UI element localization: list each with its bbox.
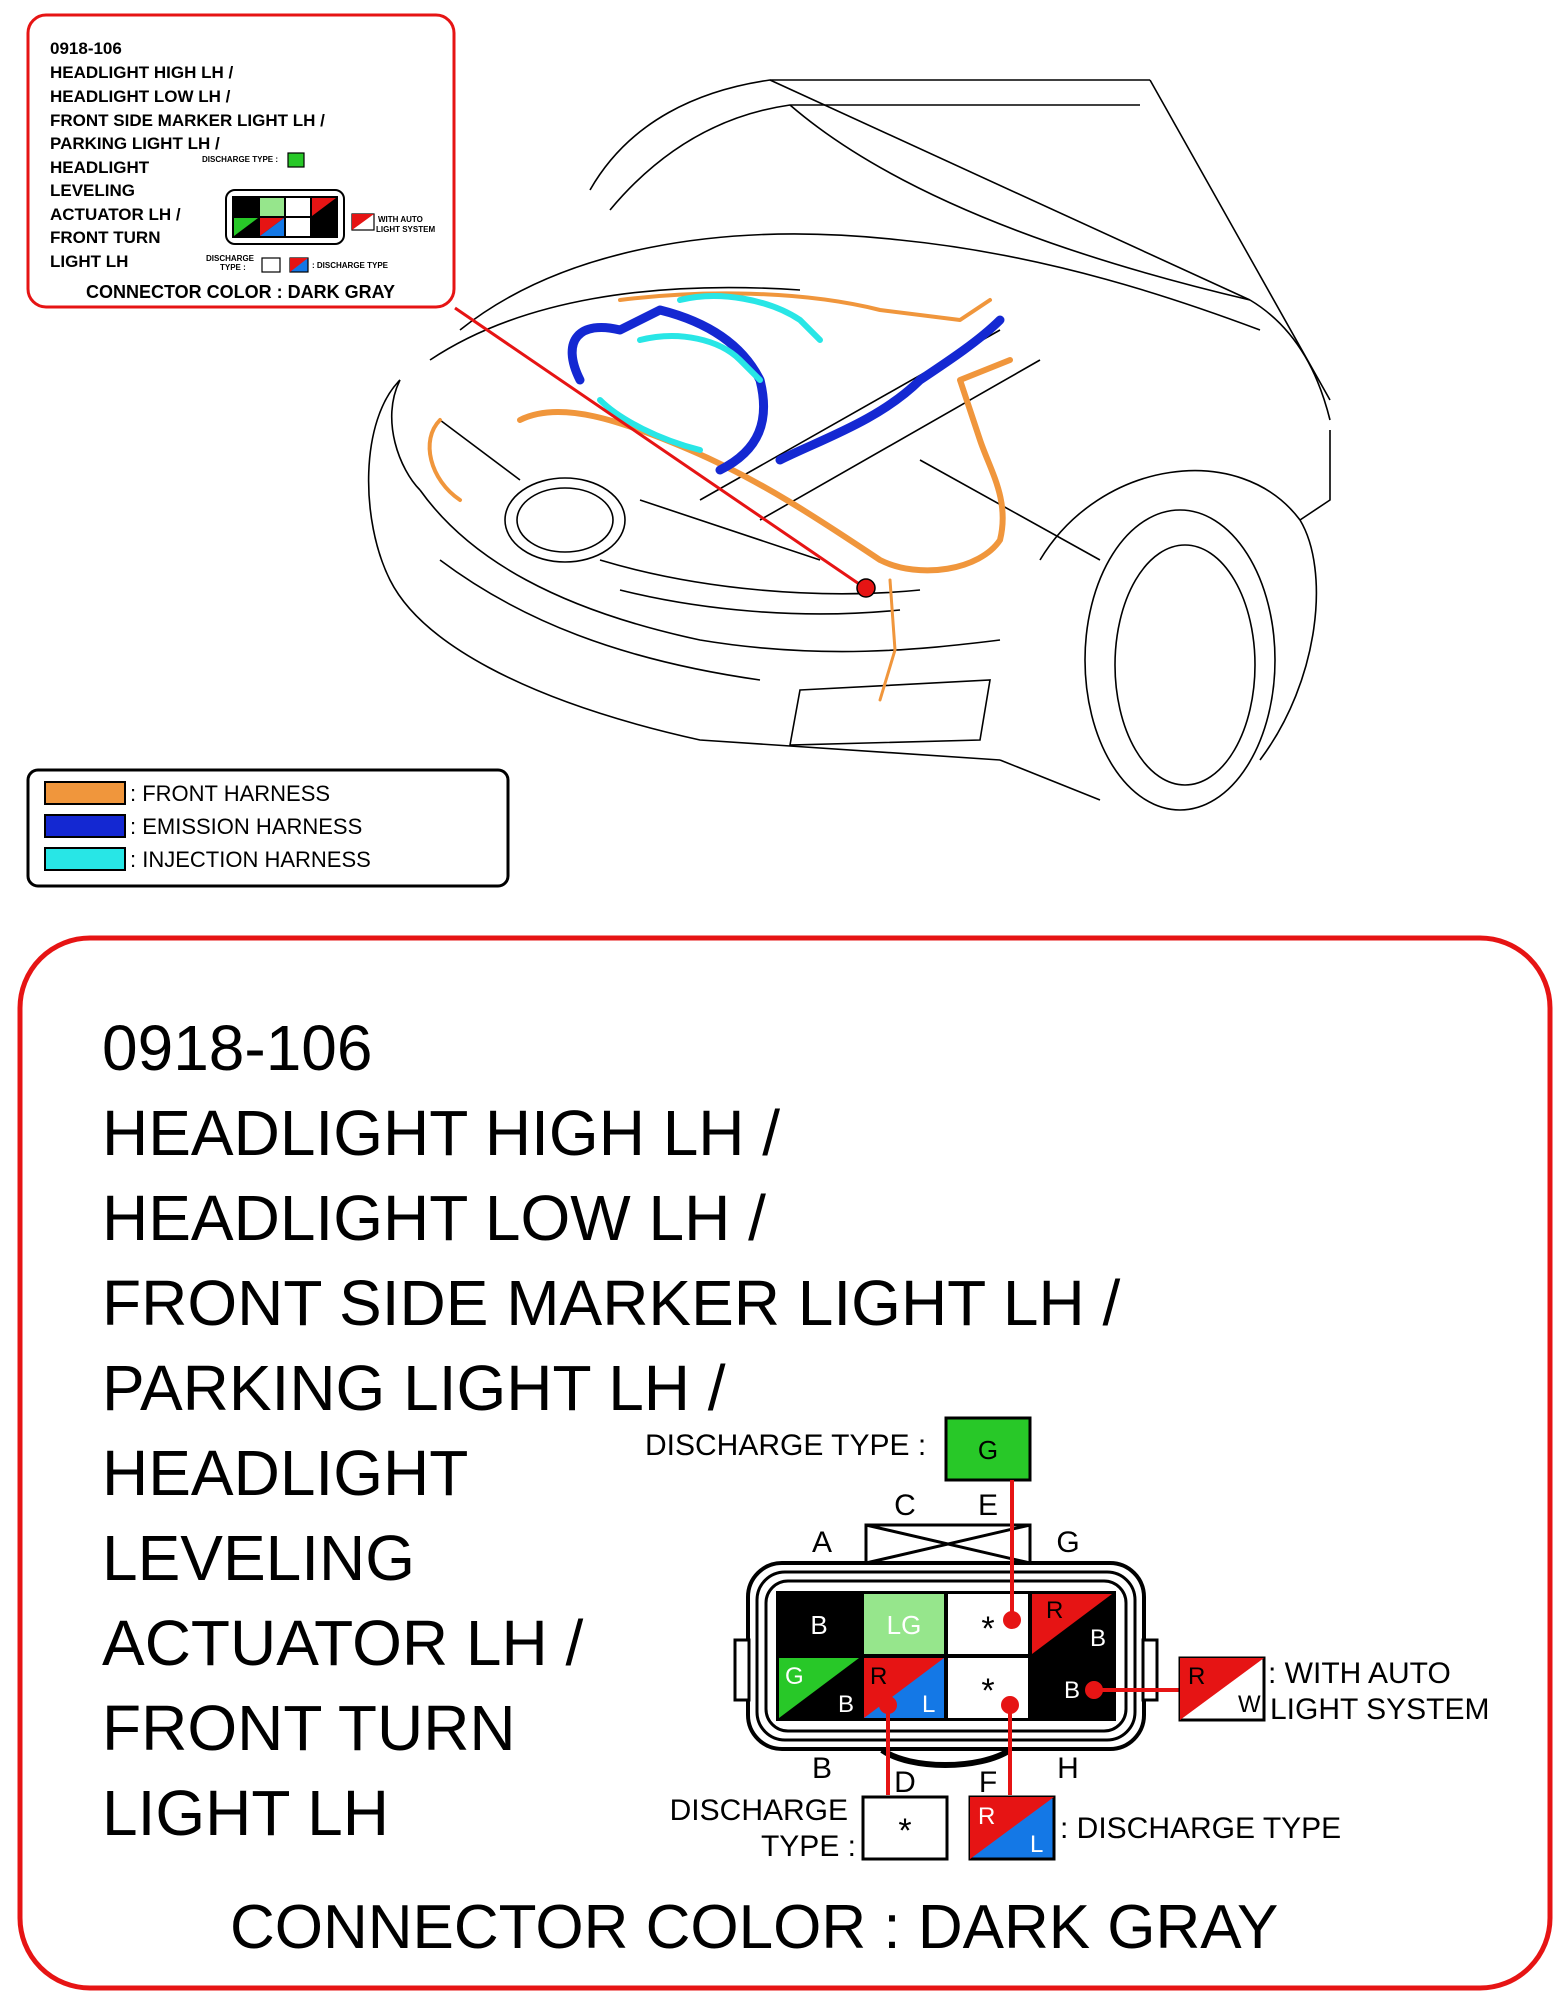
small-discharge-bottom-wire xyxy=(261,257,281,273)
cell-a-label: B xyxy=(810,1610,827,1640)
pin-label-a: A xyxy=(812,1526,832,1559)
harness-wires xyxy=(427,291,1013,702)
small-callout-line-2: HEADLIGHT LOW LH / xyxy=(50,87,231,106)
small-callout-line-3: FRONT SIDE MARKER LIGHT LH / xyxy=(50,111,325,130)
small-discharge-right-label: : DISCHARGE TYPE xyxy=(312,261,389,270)
detail-line-9: LIGHT LH xyxy=(102,1777,389,1849)
connector-location-dot xyxy=(856,578,876,598)
cell-g-b-label: B xyxy=(1090,1625,1106,1652)
cell-e-label: * xyxy=(981,1610,994,1648)
pin-label-c: C xyxy=(894,1489,916,1522)
discharge-top-wire-label: G xyxy=(978,1435,998,1465)
discharge-bottom-label-1: DISCHARGE xyxy=(670,1794,848,1827)
front-harness-wire-2 xyxy=(618,291,992,322)
legend-label-front: : FRONT HARNESS xyxy=(130,781,330,806)
detail-line-8: FRONT TURN xyxy=(102,1692,516,1764)
discharge-top-label: DISCHARGE TYPE : xyxy=(645,1429,926,1462)
small-discharge-top-wire xyxy=(287,152,305,168)
small-callout-line-9: LIGHT LH xyxy=(50,252,128,271)
pin-label-e: E xyxy=(978,1489,998,1522)
small-callout-line-1: HEADLIGHT HIGH LH / xyxy=(50,63,233,82)
discharge-bottom-wire xyxy=(861,1795,949,1861)
pin-label-b: B xyxy=(812,1752,832,1785)
small-callout-line-7: ACTUATOR LH / xyxy=(50,205,181,224)
pin-label-f: F xyxy=(979,1766,997,1799)
cell-b-g-label: G xyxy=(785,1663,804,1690)
with-auto-label: : WITH AUTO xyxy=(1268,1657,1451,1690)
injection-harness-wire xyxy=(597,293,823,453)
harness-legend: : FRONT HARNESS : EMISSION HARNESS : INJ… xyxy=(44,781,371,872)
cell-h-label: B xyxy=(1064,1677,1080,1704)
emission-harness-wire xyxy=(567,305,1005,475)
legend-label-emission: : EMISSION HARNESS xyxy=(130,814,362,839)
detail-line-7: ACTUATOR LH / xyxy=(102,1607,583,1679)
small-callout-box xyxy=(26,13,456,309)
cell-g-r-label: R xyxy=(1046,1597,1063,1624)
auto-light-w-label: W xyxy=(1238,1691,1261,1718)
small-discharge-bottom-1: DISCHARGE xyxy=(206,254,255,263)
small-discharge-top-label: DISCHARGE TYPE : xyxy=(202,155,278,164)
pin-label-g: G xyxy=(1056,1526,1079,1559)
connector-detail: DISCHARGE TYPE : G C E A G B D F H B LG … xyxy=(645,1416,1490,1863)
discharge-right-l-label: L xyxy=(1030,1831,1043,1858)
small-callout-code: 0918-106 xyxy=(50,39,122,58)
small-callout-line-6: LEVELING xyxy=(50,181,135,200)
cell-b-b-label: B xyxy=(838,1691,854,1718)
cell-c-label: LG xyxy=(887,1610,922,1640)
detail-line-2: HEADLIGHT LOW LH / xyxy=(102,1182,766,1254)
discharge-top-wire xyxy=(944,1416,1032,1482)
cell-d-r-label: R xyxy=(870,1663,887,1690)
discharge-bottom-label-2: TYPE : xyxy=(761,1830,856,1863)
pin-label-d: D xyxy=(894,1766,916,1799)
pin-label-h: H xyxy=(1057,1752,1079,1785)
detail-line-1: HEADLIGHT HIGH LH / xyxy=(102,1097,780,1169)
front-harness-wire-4 xyxy=(878,578,897,702)
small-callout-line-8: FRONT TURN xyxy=(50,228,160,247)
legend-swatch-injection xyxy=(44,847,126,871)
small-callout-text: 0918-106 HEADLIGHT HIGH LH / HEADLIGHT L… xyxy=(50,39,395,302)
cell-f-label: * xyxy=(981,1672,994,1710)
harness-legend-box xyxy=(26,768,510,888)
discharge-right-r-label: R xyxy=(978,1803,995,1830)
cell-c xyxy=(864,1594,944,1654)
car-illustration xyxy=(367,79,1331,811)
detail-line-3: FRONT SIDE MARKER LIGHT LH / xyxy=(102,1267,1120,1339)
cell-a xyxy=(779,1594,859,1654)
auto-light-r-label: R xyxy=(1188,1663,1205,1690)
detail-code: 0918-106 xyxy=(102,1012,372,1084)
small-light-system: LIGHT SYSTEM xyxy=(376,225,435,234)
connector-color-label: CONNECTOR COLOR : DARK GRAY xyxy=(230,1893,1278,1962)
small-connector-diagram: DISCHARGE TYPE : WITH AUTO LIGHT SYSTEM … xyxy=(202,152,435,273)
legend-swatch-emission xyxy=(44,814,126,838)
small-callout-line-4: PARKING LIGHT LH / xyxy=(50,134,220,153)
detail-line-6: LEVELING xyxy=(102,1522,415,1594)
callout-leader-line xyxy=(454,306,866,590)
detail-line-4: PARKING LIGHT LH / xyxy=(102,1352,726,1424)
small-with-auto: WITH AUTO xyxy=(378,215,423,224)
small-discharge-bottom-2: TYPE : xyxy=(220,263,246,272)
connector-latch xyxy=(864,1523,1032,1565)
discharge-right-label: : DISCHARGE TYPE xyxy=(1060,1812,1341,1845)
cell-d-l-label: L xyxy=(922,1691,935,1718)
detail-callout-box xyxy=(17,935,1553,1991)
discharge-bottom-wire-label: * xyxy=(898,1812,911,1850)
detail-line-5: HEADLIGHT xyxy=(102,1437,468,1509)
detail-title-block: 0918-106 HEADLIGHT HIGH LH / HEADLIGHT L… xyxy=(102,1012,1120,1849)
light-system-label: LIGHT SYSTEM xyxy=(1270,1693,1490,1726)
front-harness-wire-3 xyxy=(427,418,462,502)
small-callout-connector-color: CONNECTOR COLOR : DARK GRAY xyxy=(86,282,395,302)
legend-swatch-front xyxy=(44,781,126,805)
legend-label-injection: : INJECTION HARNESS xyxy=(130,847,371,872)
small-callout-line-5: HEADLIGHT xyxy=(50,158,150,177)
wire-leaders xyxy=(879,1480,1180,1795)
